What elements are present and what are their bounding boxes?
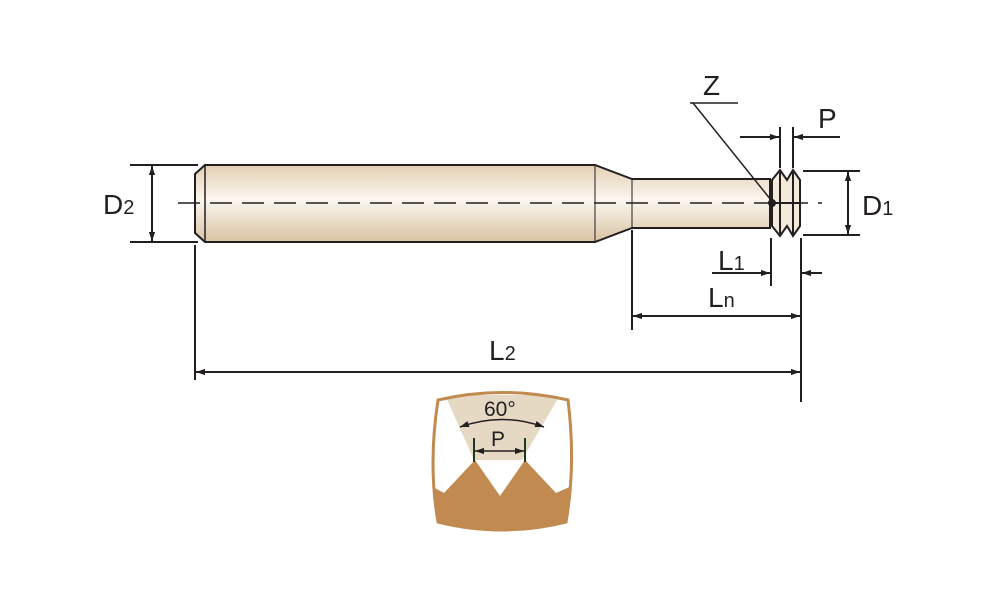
thread-pitch-label: P — [491, 428, 505, 451]
thread-profile-detail — [431, 391, 574, 532]
l2-label: L2 — [489, 335, 516, 366]
ln-dimension — [631, 230, 800, 330]
pitch-dimension — [740, 127, 840, 168]
l1-dimension — [712, 238, 822, 402]
flute-count-label: Z — [703, 70, 720, 101]
d1-label: D1 — [862, 190, 893, 221]
ln-label: Ln — [708, 282, 735, 313]
d1-dimension — [803, 170, 860, 236]
pitch-label: P — [818, 103, 837, 134]
flute-count-leader — [690, 102, 772, 201]
l1-label: L1 — [718, 245, 745, 276]
d2-label: D2 — [103, 189, 134, 220]
thread-angle-label: 60° — [484, 398, 516, 421]
d2-dimension — [130, 164, 198, 243]
l2-dimension — [194, 245, 800, 380]
